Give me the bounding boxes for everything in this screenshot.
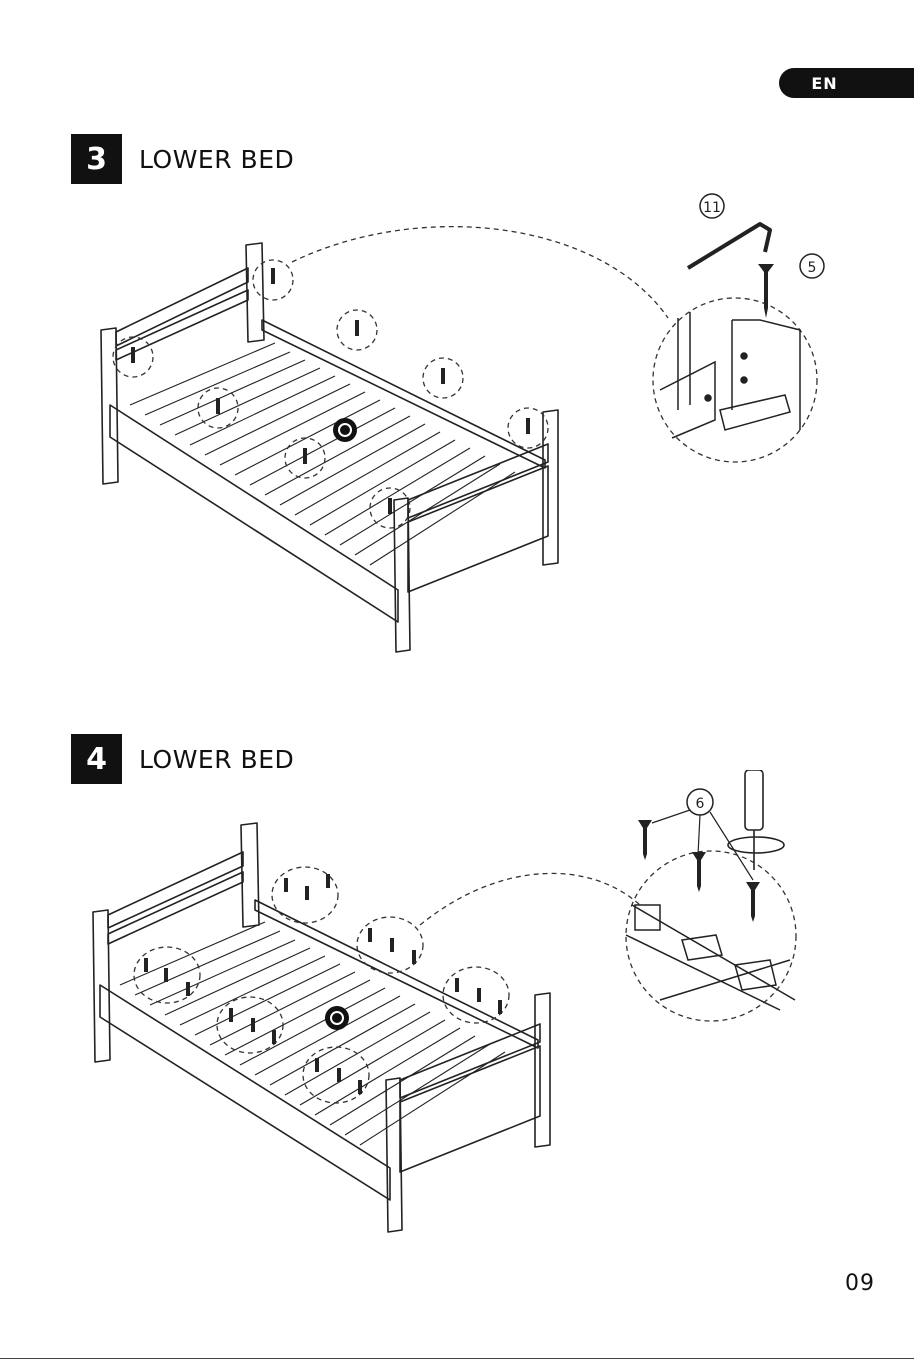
detail-leader-line <box>292 227 668 318</box>
svg-text:11: 11 <box>703 200 721 216</box>
headboard-rail <box>116 268 248 346</box>
page-number: 09 <box>845 1271 875 1296</box>
detail-view <box>626 905 795 1010</box>
headboard-rail <box>108 852 243 928</box>
step-4-illustration: 6 <box>0 770 914 1240</box>
step-3-illustration: 11 5 <box>0 190 914 670</box>
center-badge-icon <box>333 418 357 442</box>
detail-view <box>660 312 800 438</box>
step-3-header: 3 LOWER BED <box>71 134 294 184</box>
hex-key-icon <box>688 224 770 268</box>
svg-text:5: 5 <box>808 260 817 276</box>
side-rail <box>110 405 398 622</box>
detail-leader-line <box>420 873 640 925</box>
bed-post <box>543 410 558 565</box>
side-rail <box>262 320 545 468</box>
screw-group <box>303 1047 369 1103</box>
step-3-number: 3 <box>71 134 122 184</box>
footboard-panel <box>400 1046 540 1172</box>
step-3-title: LOWER BED <box>139 145 294 174</box>
bed-post <box>535 993 550 1147</box>
screw-group <box>443 967 509 1023</box>
center-badge-icon <box>325 1006 349 1030</box>
svg-text:6: 6 <box>696 796 705 812</box>
footboard-panel <box>408 466 548 592</box>
language-tab: EN <box>779 68 914 98</box>
screw-icon <box>758 264 774 318</box>
page-divider <box>0 1358 914 1359</box>
